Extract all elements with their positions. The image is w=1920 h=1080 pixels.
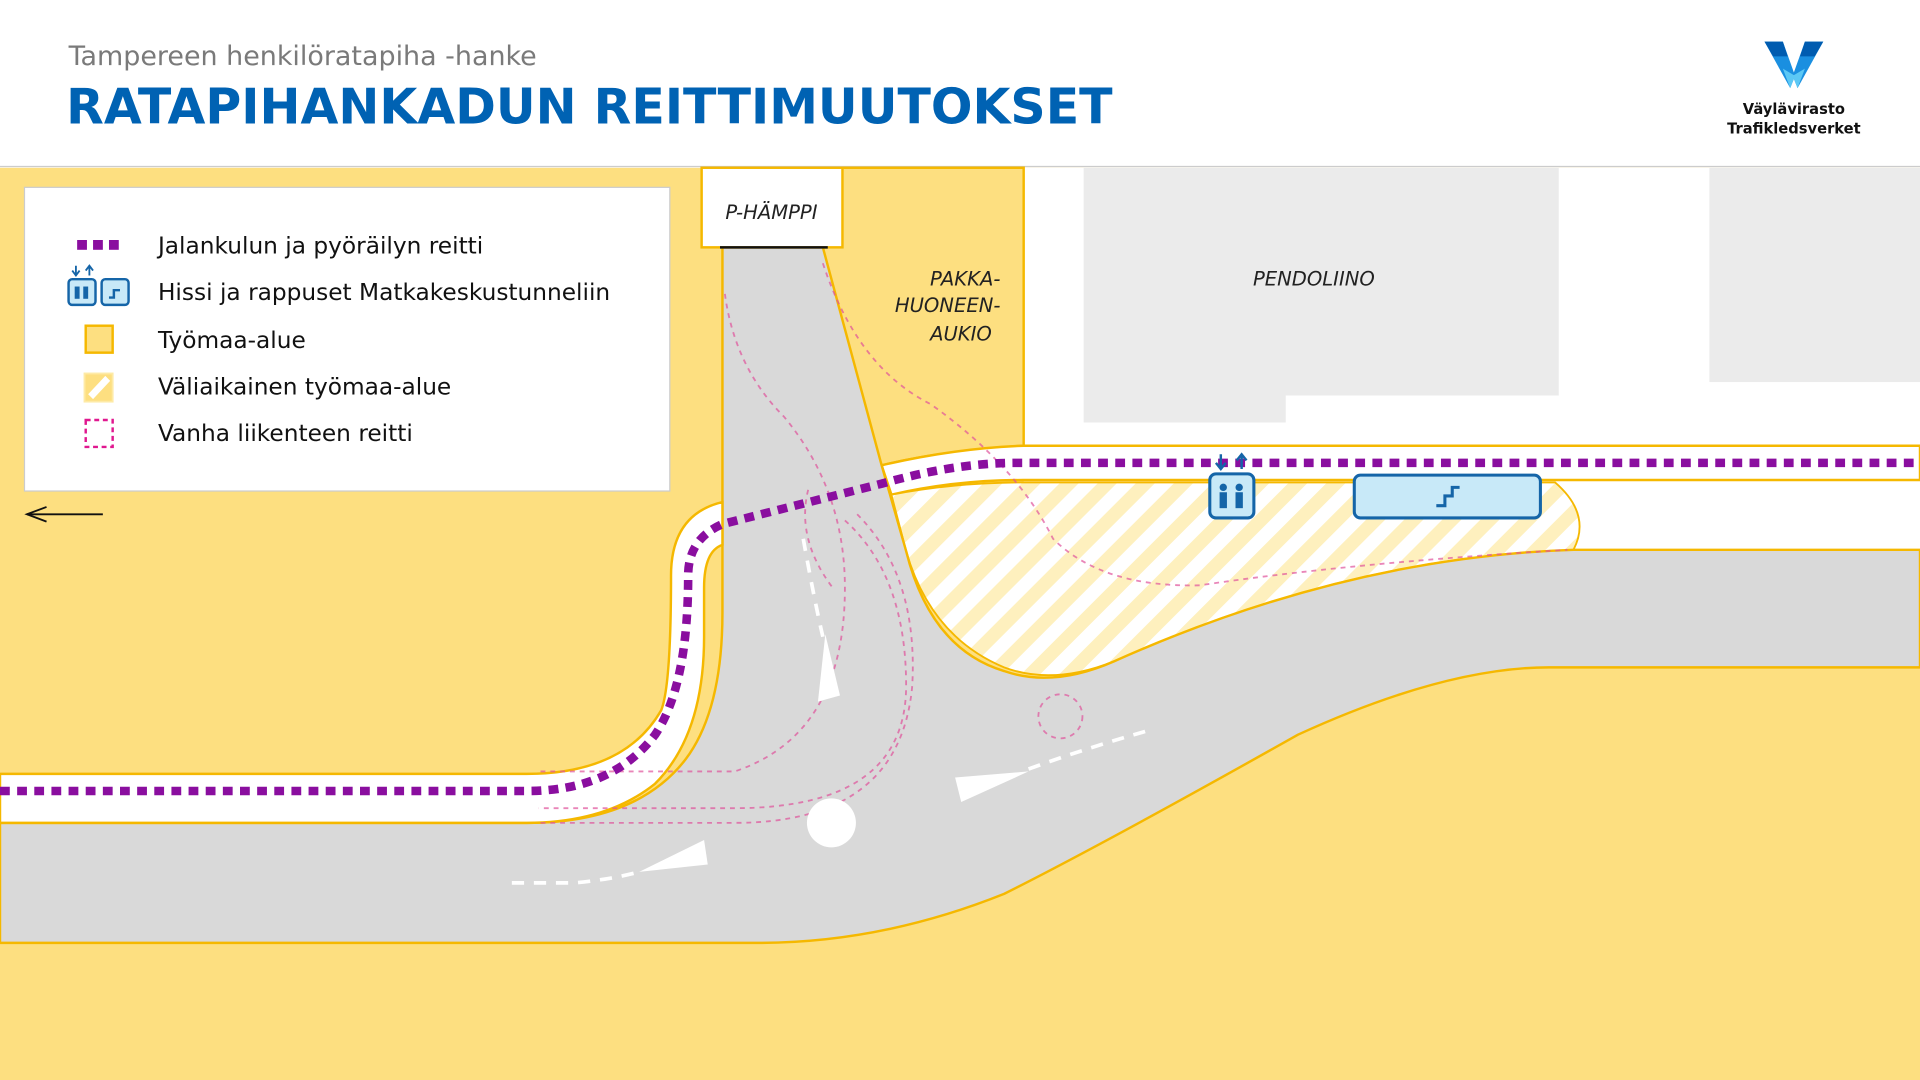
elevator-icon bbox=[1208, 452, 1256, 520]
legend-label: Työmaa-alue bbox=[157, 327, 306, 354]
parking-entrance bbox=[700, 166, 844, 249]
building bbox=[1709, 167, 1920, 383]
pendoliino-building bbox=[1083, 167, 1559, 423]
hatched-square-icon bbox=[83, 372, 114, 403]
header bbox=[0, 0, 1920, 167]
stairs-icon bbox=[1352, 473, 1542, 520]
square-label-2: HUONEEN- bbox=[895, 294, 1001, 317]
yellow-square-icon bbox=[84, 324, 114, 354]
legend-label: Vanha liikenteen reitti bbox=[158, 420, 413, 447]
legend-label: Hissi ja rappuset Matkakeskustunneliin bbox=[158, 279, 610, 306]
vaylavirasto-logo-icon bbox=[1764, 41, 1824, 89]
pedestrian-cycling-route bbox=[0, 458, 1920, 796]
square-label-1: PAKKA- bbox=[930, 267, 1000, 290]
square-label-3: AUKIO bbox=[928, 322, 992, 345]
pendoliino-label: PENDOLIINO bbox=[1253, 267, 1375, 290]
road-markings bbox=[639, 634, 1029, 872]
logo-text-sv: Trafikledsverket bbox=[1727, 120, 1861, 137]
logo-text-fi: Väylävirasto bbox=[1743, 101, 1845, 118]
legend: Jalankulun ja pyöräilyn reitti Hissi ja … bbox=[23, 186, 671, 492]
road bbox=[0, 246, 1920, 945]
legend-label: Jalankulun ja pyöräilyn reitti bbox=[156, 232, 483, 259]
parking-label: P-HÄMPPI bbox=[725, 201, 817, 224]
project-subtitle: Tampereen henkilöratapiha -hanke bbox=[68, 41, 537, 72]
page-title: RATAPIHANKADUN REITTIMUUTOKSET bbox=[66, 79, 1113, 136]
old-traffic-route bbox=[538, 262, 1568, 824]
purple-dotted-line-icon bbox=[77, 240, 119, 250]
elevator-stairs-icon bbox=[67, 264, 130, 307]
pink-dashed-square-icon bbox=[84, 418, 114, 449]
arrow-left-icon bbox=[24, 506, 103, 523]
legend-label: Väliaikainen työmaa-alue bbox=[158, 373, 451, 400]
